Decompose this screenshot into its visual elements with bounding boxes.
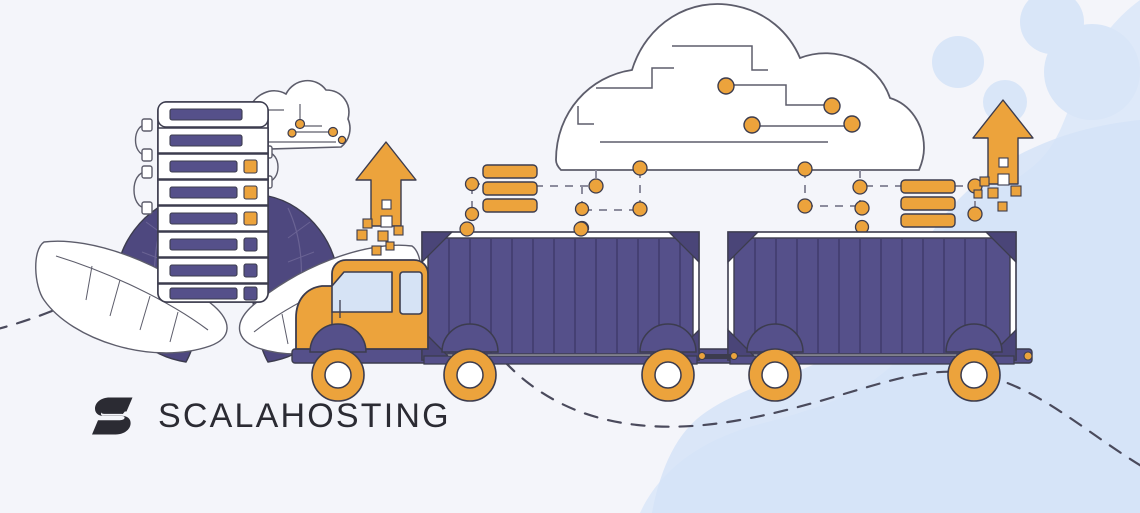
- wheel: [639, 323, 697, 402]
- big-cloud-circuit: [555, 3, 925, 171]
- database-stack-right: [900, 179, 956, 228]
- small-cloud-nodes: [287, 118, 347, 145]
- server-units: [157, 101, 269, 303]
- server-rack: [133, 101, 279, 303]
- truck-side-window: [399, 271, 423, 315]
- wheel: [945, 323, 1003, 402]
- rear-coupling: [1023, 351, 1033, 361]
- trailer-coupling: [697, 351, 739, 361]
- truck-windshield: [331, 271, 393, 313]
- upload-arrow-right: [972, 99, 1034, 212]
- wheel: [309, 323, 367, 402]
- upload-arrow-left: [355, 141, 417, 256]
- database-stack-left: [482, 164, 538, 213]
- wheel: [441, 323, 499, 402]
- wheel: [746, 323, 804, 402]
- truck-wheels: [309, 323, 1003, 402]
- big-cloud-nodes: [717, 77, 861, 134]
